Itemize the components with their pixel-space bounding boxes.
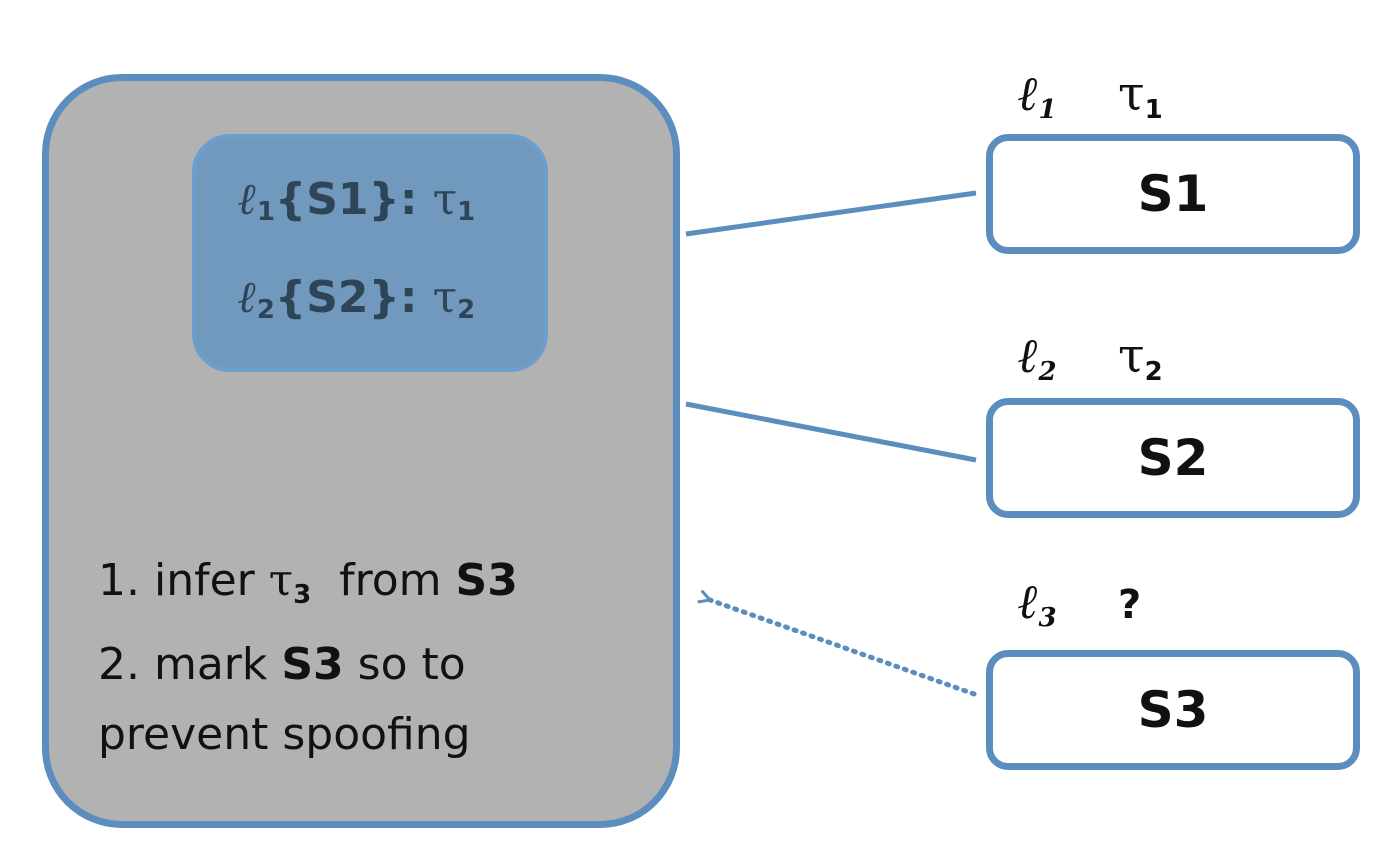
separator: : [399,272,418,323]
type-symbol: τ [1118,66,1145,122]
service-s3-box: S3 [986,650,1360,770]
service-s1-box: S1 [986,134,1360,254]
service-s2-box: S2 [986,398,1360,518]
type-index: 2 [1144,357,1163,387]
connector-s3-dotted [710,600,977,697]
label-index: 2 [1038,357,1057,387]
store-entry-2: ℓ2{S2}: τ2 [238,268,475,328]
type-index: 2 [457,295,476,325]
tau-symbol: τ [268,555,294,606]
service-name: S3 [281,639,344,690]
label-store [192,134,548,372]
type-index: 1 [457,197,476,227]
label-symbol: ℓ [1018,574,1039,630]
label-index: 3 [1038,603,1057,633]
step-2-continued: prevent spoofing [98,709,471,760]
service-ref: {S2} [274,272,400,323]
service-ref: {S1} [274,174,400,225]
connector-s2 [685,401,977,463]
label-index: 1 [1038,95,1057,125]
service-name: S1 [1137,165,1209,223]
step-1: 1. infer τ3 from S3 [98,555,518,610]
label-symbol: ℓ [238,272,257,323]
service-s3-label: ℓ3? [1018,572,1142,633]
connector-s1 [685,190,977,237]
label-index: 1 [256,197,275,227]
service-name: S2 [1137,429,1209,487]
label-symbol: ℓ [1018,66,1039,122]
store-entry-1: ℓ1{S1}: τ1 [238,170,475,230]
service-name: S3 [455,555,518,606]
tau-index: 3 [293,580,312,610]
type-symbol: τ [432,174,458,225]
separator: : [399,174,418,225]
type-index: 1 [1144,95,1163,125]
unknown-type: ? [1118,582,1142,628]
type-symbol: τ [432,272,458,323]
step-list: 1. infer τ3 from S3 2. mark S3 so to pre… [98,546,518,770]
label-symbol: ℓ [1018,328,1039,384]
step-2: 2. mark S3 so to [98,639,466,690]
service-name: S3 [1137,681,1209,739]
label-symbol: ℓ [238,174,257,225]
type-symbol: τ [1118,328,1145,384]
label-index: 2 [256,295,275,325]
